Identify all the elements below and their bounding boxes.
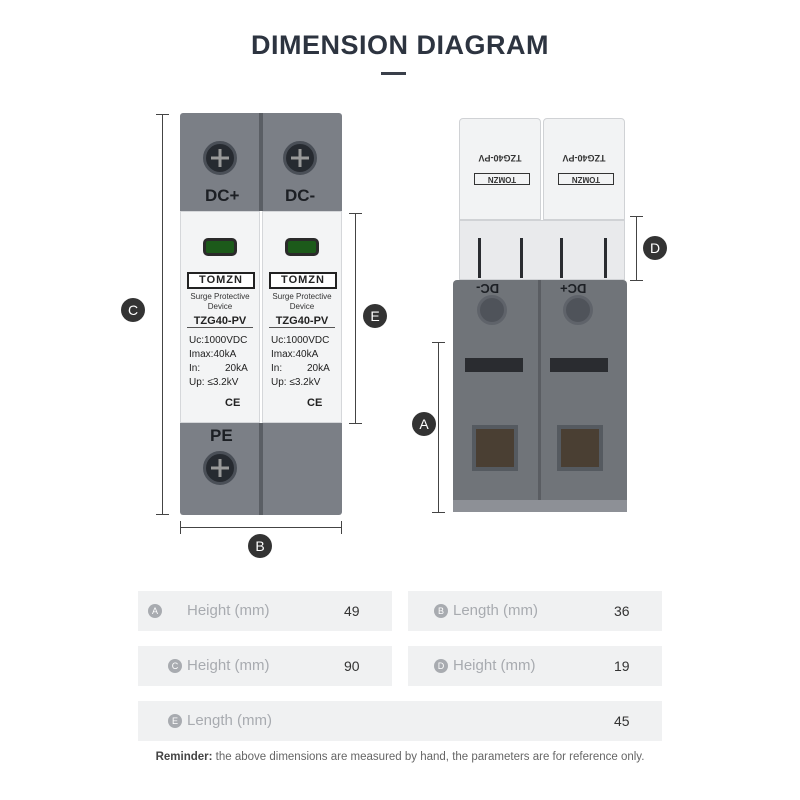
terminal-label-dc-minus: DC- [476, 281, 500, 296]
reminder-text: the above dimensions are measured by han… [212, 751, 645, 763]
row-value: 36 [614, 603, 630, 619]
dimension-tick [349, 213, 362, 214]
terminal-slot [550, 358, 608, 372]
right-module-top: TZG40-PV TOMZN [543, 118, 625, 220]
dimension-tick [630, 216, 643, 217]
dimension-tick [432, 512, 445, 513]
brand-logo: TOMZN [187, 272, 255, 289]
model-number: TZG40-PV [269, 315, 335, 328]
module-model-text: TZG40-PV [478, 153, 522, 163]
rib [520, 238, 523, 278]
terminal-hole [563, 295, 593, 325]
module-brand-text: TOMZN [558, 173, 614, 185]
dimension-badge-e: E [363, 304, 387, 328]
title-underline [381, 72, 406, 75]
terminal-slot [465, 358, 523, 372]
reminder-note: Reminder: the above dimensions are measu… [0, 751, 800, 763]
right-body-divider [538, 280, 541, 506]
dimension-tick [341, 521, 342, 534]
dimension-row-e: E Length (mm) 45 [138, 701, 662, 741]
page-title: DIMENSION DIAGRAM [251, 30, 549, 60]
row-label: Height (mm) [187, 657, 270, 674]
ce-mark: CE [307, 397, 323, 409]
screw-icon [203, 451, 237, 485]
row-label: Height (mm) [453, 657, 536, 674]
dimension-row-a: A Height (mm) 49 [138, 591, 392, 631]
row-value: 45 [614, 713, 630, 729]
device-desc-line2: Device [289, 302, 315, 311]
spec-up: Up: ≤3.2kV [189, 377, 239, 388]
ce-mark: CE [225, 397, 241, 409]
wire-entry-port [557, 425, 603, 471]
dimension-badge-c: C [121, 298, 145, 322]
reminder-lead: Reminder: [155, 751, 213, 763]
spec-uc: Uc:1000VDC [189, 335, 248, 346]
led-indicator [285, 238, 319, 256]
spec-imax: Imax:40kA [189, 349, 237, 360]
screw-icon [283, 141, 317, 175]
spec-uc: Uc:1000VDC [271, 335, 330, 346]
device-desc-line1: Surge Protective [190, 292, 250, 301]
dimension-tick [630, 280, 643, 281]
terminal-label-dc-minus: DC- [285, 186, 316, 205]
spec-in-label: In: [189, 363, 201, 374]
row-badge: A [148, 604, 162, 618]
spec-in-value: 20kA [225, 363, 248, 374]
row-label: Length (mm) [453, 602, 539, 619]
module-brand-text: TOMZN [474, 173, 530, 185]
spec-in-value: 20kA [307, 363, 330, 374]
spd-module-2: TOMZN Surge Protective Device TZG40-PV U… [262, 211, 342, 423]
dimension-badge-b: B [248, 534, 272, 558]
dimension-line-a [438, 342, 439, 512]
terminal-label-pe: PE [210, 426, 233, 445]
row-badge: D [434, 659, 448, 673]
row-badge: B [434, 604, 448, 618]
dimension-row-c: C Height (mm) 90 [138, 646, 392, 686]
dimension-tick [180, 521, 181, 534]
spec-imax: Imax:40kA [271, 349, 319, 360]
screw-icon [203, 141, 237, 175]
row-value: 90 [344, 658, 360, 674]
device-desc-line2: Device [207, 302, 233, 311]
din-rail-foot [453, 500, 627, 512]
dimension-badge-a: A [412, 412, 436, 436]
right-module-top: TZG40-PV TOMZN [459, 118, 541, 220]
wire-entry-port [472, 425, 518, 471]
row-value: 49 [344, 603, 360, 619]
dimension-line-b [180, 527, 342, 528]
device-desc-line1: Surge Protective [272, 292, 332, 301]
row-badge: C [168, 659, 182, 673]
spec-in-label: In: [271, 363, 283, 374]
spd-module-1: TOMZN Surge Protective Device TZG40-PV U… [180, 211, 260, 423]
terminal-label-dc-plus: DC+ [205, 186, 240, 205]
dimension-tick [349, 423, 362, 424]
row-label: Height (mm) [187, 602, 270, 619]
model-number: TZG40-PV [187, 315, 253, 328]
led-indicator [203, 238, 237, 256]
terminal-hole [477, 295, 507, 325]
spec-up: Up: ≤3.2kV [271, 377, 321, 388]
row-badge: E [168, 714, 182, 728]
terminal-divider [259, 423, 263, 515]
right-ribbed-section [459, 220, 625, 280]
dimension-tick [432, 342, 445, 343]
dimension-line-e [355, 213, 356, 423]
terminal-divider [259, 113, 263, 211]
dimension-line-c [162, 114, 163, 514]
brand-logo: TOMZN [269, 272, 337, 289]
module-model-text: TZG40-PV [562, 153, 606, 163]
rib [478, 238, 481, 278]
dimension-row-b: B Length (mm) 36 [408, 591, 662, 631]
row-value: 19 [614, 658, 630, 674]
dimension-row-d: D Height (mm) 19 [408, 646, 662, 686]
dimension-line-d [636, 216, 637, 280]
row-label: Length (mm) [187, 712, 273, 729]
dimension-tick [156, 114, 169, 115]
dimension-badge-d: D [643, 236, 667, 260]
dimension-tick [156, 514, 169, 515]
rib [560, 238, 563, 278]
terminal-label-dc-plus: DC+ [560, 281, 587, 296]
rib [604, 238, 607, 278]
